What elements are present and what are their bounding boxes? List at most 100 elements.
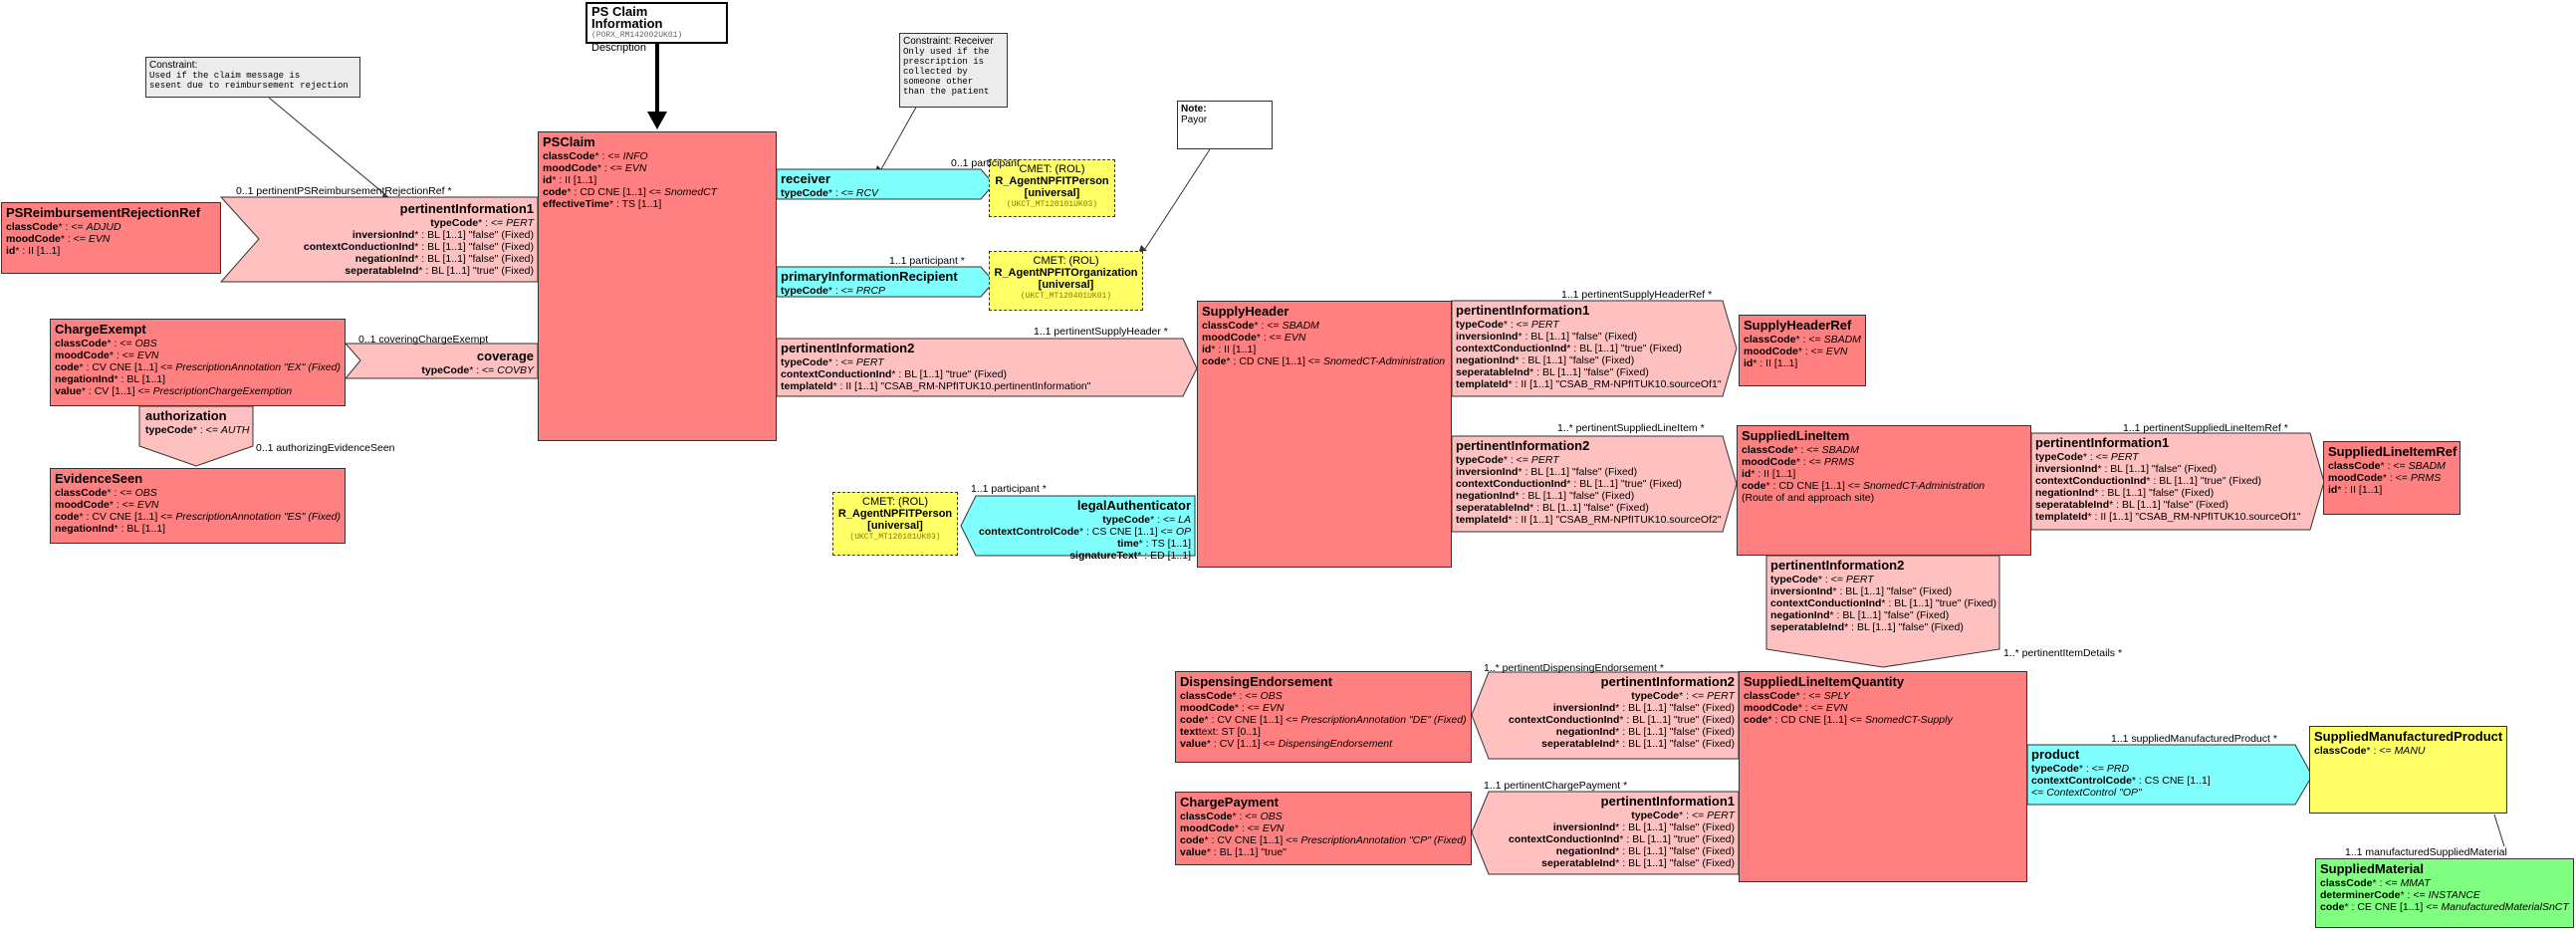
attribute-name: id: [2328, 484, 2338, 496]
attribute-type: * : BL [1..1] "false" (Fixed): [1518, 466, 1638, 478]
attribute-row: value* : BL [1..1] "true": [1180, 846, 1467, 858]
attribute-type: * : BL [1..1] "true": [1206, 846, 1287, 858]
attribute-row: inversionInd* : BL [1..1] "false" (Fixed…: [1770, 585, 1995, 597]
attribute-row: contextConductionInd* : BL [1..1] "false…: [258, 241, 534, 253]
attribute-row: classCode* : <= OBS: [1180, 811, 1467, 822]
class-title: pertinentInformation1: [2035, 435, 2170, 450]
attribute-name: typeCode: [1456, 319, 1504, 331]
attribute-value: INFO: [622, 150, 648, 162]
attribute-name: signatureText: [1069, 550, 1138, 562]
attribute-row: moodCode* : <= EVN: [1744, 702, 2022, 714]
attribute-name: moodCode: [543, 162, 597, 174]
attribute-row: value* : CV [1..1] <= PrescriptionCharge…: [55, 385, 341, 397]
attribute-row: moodCode* : <= EVN: [1744, 346, 1861, 357]
attribute-row: moodCode* : <= PRMS: [1742, 456, 2026, 468]
attribute-row: seperatableInd* : BL [1..1] "false" (Fix…: [1456, 366, 1719, 378]
attribute-row: moodCode* : <= EVN: [1180, 702, 1467, 714]
attribute-type: * : <=: [109, 499, 137, 511]
attribute-name: negationInd: [2035, 487, 2095, 499]
attribute-name: templateId: [781, 380, 833, 392]
attribute-row: templateId* : II [1..1] "CSAB_RM-NPfITUK…: [2035, 511, 2306, 523]
attribute-type: * : <=: [1679, 810, 1708, 821]
attribute-name: moodCode: [1742, 456, 1796, 468]
class-title: pertinentInformation2: [1456, 438, 1590, 453]
class-title: pertinentInformation2: [781, 341, 915, 355]
attribute-type: * : <=: [2380, 460, 2409, 472]
attribute-type: * : <=: [60, 233, 89, 245]
attribute-row: code* : CV CNE [1..1] <= PrescriptionAnn…: [1180, 834, 1467, 846]
attribute-name: seperatableInd: [1456, 502, 1530, 514]
attribute-name: typeCode: [2031, 763, 2079, 775]
attribute-name: id: [1742, 468, 1752, 480]
attribute-row: id* : II [1..1]: [1202, 344, 1447, 355]
attribute-name: code: [2320, 901, 2345, 913]
attribute-value: ContextControl "OP": [2046, 787, 2142, 799]
attribute-type: * : <=: [1795, 456, 1824, 468]
attribute-row: code* : CV CNE [1..1] <= PrescriptionAnn…: [1180, 714, 1467, 726]
attribute-name: classCode: [1742, 444, 1794, 456]
attribute-name: contextControlCode: [2031, 775, 2132, 787]
attribute-row: classCode* : <= SPLY: [1744, 690, 2022, 702]
attribute-type: * : <=: [1795, 334, 1824, 346]
label-pertinent-item-details: 1..* pertinentItemDetails *: [2003, 647, 2123, 659]
attribute-name: seperatableInd: [345, 265, 419, 277]
attribute-row: contextConductionInd* : BL [1..1] "true"…: [1498, 714, 1735, 726]
attribute-value: OP: [1175, 526, 1191, 538]
attribute-name: code: [1744, 714, 1768, 726]
attribute-type: * : <=: [1797, 346, 1826, 357]
attribute-row: moodCode* : <= EVN: [543, 162, 772, 174]
attribute-name: inversionInd: [1552, 821, 1616, 833]
attribute-row: contextConductionInd* : BL [1..1] "true"…: [1456, 478, 1719, 490]
attribute-value: ADJUD: [86, 221, 121, 233]
attribute-type: * : BL [1..1] "false" (Fixed): [414, 241, 534, 253]
attribute-name: determinerCode: [2320, 889, 2401, 901]
attribute-type: * : BL [1..1]: [114, 373, 166, 385]
attribute-row: <= ContextControl "OP": [2031, 787, 2292, 799]
class-title: pertinentInformation1: [1600, 794, 1735, 809]
class-title: PSClaim: [543, 134, 595, 149]
attribute-name: classCode: [1744, 334, 1796, 346]
attribute-name: contextConductionInd: [1508, 714, 1620, 726]
attribute-name: classCode: [2328, 460, 2381, 472]
cmet-id: (UKCT_MT120101UK03): [849, 533, 941, 542]
attribute-row: code* : CD CNE [1..1] <= SnomedCT-Supply: [1744, 714, 2022, 726]
attribute-type: * : II [1..1] "CSAB_RM-NPfITUK10.pertine…: [832, 380, 1091, 392]
attribute-type: * : <=: [1797, 702, 1826, 714]
attribute-name: contextConductionInd: [1508, 833, 1620, 845]
attribute-value: PERT: [2110, 451, 2139, 463]
attribute-name: templateId: [2035, 511, 2088, 523]
constraint-note-rejection: Constraint: Used if the claim message is…: [145, 57, 360, 98]
attribute-name: inversionInd: [1552, 702, 1616, 714]
attribute-type: * : CV CNE [1..1] <=: [79, 361, 176, 373]
label-pertinent-dispensing-endorsement: 1..* pertinentDispensingEndorsement *: [1484, 662, 1664, 674]
class-title: SuppliedLineItemRef: [2328, 444, 2458, 459]
attribute-name: code: [1180, 714, 1205, 726]
attribute-type: * : BL [1..1] "false" (Fixed): [1615, 845, 1735, 857]
attribute-row: inversionInd* : BL [1..1] "false" (Fixed…: [2035, 463, 2306, 475]
attribute-name: classCode: [55, 487, 108, 499]
attribute-type: * : II [1..1]: [1211, 344, 1257, 355]
attribute-name: inversionInd: [351, 229, 415, 241]
attribute-value: SBADM: [1821, 444, 1859, 456]
attribute-row: code* : CV CNE [1..1] <= PrescriptionAnn…: [55, 511, 341, 523]
attribute-row: negationInd* : BL [1..1] "false" (Fixed): [1498, 845, 1735, 857]
attribute-row: inversionInd* : BL [1..1] "false" (Fixed…: [1456, 331, 1719, 343]
attribute-name: classCode: [1202, 320, 1255, 332]
attribute-type: text: ST [0..1]: [1198, 726, 1261, 738]
label-participant-receiver: 0..1 participant: [951, 157, 1020, 169]
attribute-type: * : <=: [1817, 574, 1846, 585]
attribute-type: * : BL [1..1] "true" (Fixed): [1619, 714, 1735, 726]
class-title: SuppliedMaterial: [2320, 861, 2425, 876]
model-title: PS Claim Information: [591, 4, 663, 31]
attribute-value: SnomedCT-Administration: [1322, 355, 1446, 367]
class-title: PSReimbursementRejectionRef: [6, 205, 201, 220]
class-title: SuppliedLineItem: [1742, 428, 1850, 443]
attribute-row: negationInd* : BL [1..1] "false" (Fixed): [1770, 609, 1995, 621]
attribute-row: negationInd* : BL [1..1] "false" (Fixed): [1456, 490, 1719, 502]
label-participant-authenticator: 1..1 participant *: [971, 483, 1047, 495]
attribute-value: PERT: [1707, 690, 1735, 702]
attribute-type: * : <=: [1254, 320, 1283, 332]
